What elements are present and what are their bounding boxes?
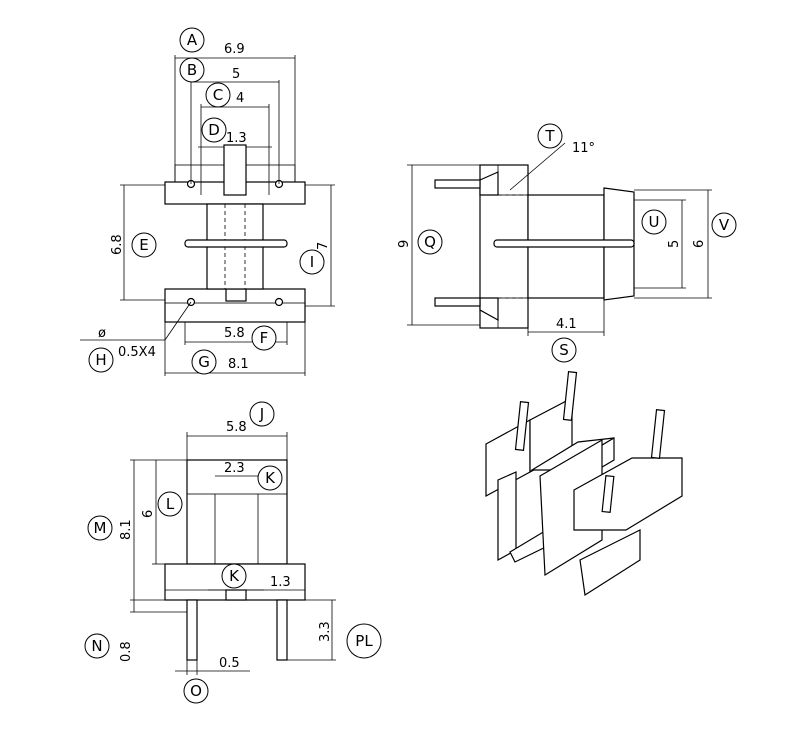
side-view-pin (434, 297, 481, 307)
front-view-pin (186, 599, 198, 661)
dim-H: 0.5X4 (118, 345, 156, 360)
dim-D: 1.3 (226, 131, 247, 146)
label-U: U (649, 213, 660, 231)
label-D: D (208, 121, 220, 139)
label-A: A (187, 31, 198, 49)
isometric-view (485, 371, 683, 597)
dim-O: 0.5 (219, 656, 240, 671)
dim-N: 0.8 (119, 641, 134, 662)
dim-F: 5.8 (224, 326, 245, 341)
label-PL: PL (355, 632, 373, 650)
front-view: 5.8 2.3 6 8.1 1.3 0.8 3.3 0.5 (119, 420, 336, 675)
label-K: K (265, 469, 276, 487)
dim-K-bottom: 1.3 (270, 575, 291, 590)
label-M: M (94, 519, 107, 537)
label-G: G (198, 353, 210, 371)
top-view: 6.9 5 4 1.3 6.8 7 5.8 8.1 (80, 42, 335, 376)
dim-V: 6 (692, 240, 707, 248)
dim-K-top: 2.3 (224, 461, 245, 476)
label-C: C (213, 86, 223, 104)
dim-H-phi: ø (98, 326, 106, 341)
dim-C: 4 (236, 91, 244, 106)
dim-PL: 3.3 (318, 621, 333, 642)
dim-B: 5 (232, 67, 240, 82)
side-view-pin (434, 179, 481, 189)
pin-hole (274, 297, 284, 307)
side-view: 11° 9 5 6 4.1 (397, 141, 712, 336)
dim-E: 6.8 (110, 234, 125, 255)
dim-S: 4.1 (556, 317, 577, 332)
dim-Q: 9 (397, 240, 412, 248)
label-K-bottom: K (229, 567, 240, 585)
top-view-lower-tab (225, 288, 247, 302)
top-view-upper-tab (223, 144, 247, 196)
dim-A: 6.9 (224, 42, 245, 57)
dim-U: 5 (667, 240, 682, 248)
label-E: E (139, 236, 148, 254)
label-O: O (190, 682, 202, 700)
dim-J: 5.8 (226, 420, 247, 435)
dim-M: 8.1 (119, 519, 134, 540)
label-T: T (544, 127, 555, 145)
label-F: F (260, 329, 269, 347)
label-Q: Q (424, 233, 436, 251)
dim-I: 7 (316, 242, 331, 250)
label-I: I (310, 253, 314, 271)
label-J: J (259, 405, 264, 423)
side-view-divider (493, 239, 635, 248)
dim-T: 11° (572, 141, 595, 156)
labels: A B C D E I F G H T Q U V S J K L M K N … (84, 27, 737, 704)
label-N: N (91, 637, 102, 655)
label-V: V (719, 216, 730, 234)
dim-G: 8.1 (228, 357, 249, 372)
label-B: B (187, 61, 197, 79)
dim-L: 6 (141, 510, 156, 518)
label-H: H (95, 351, 106, 369)
front-view-pin (276, 599, 288, 661)
top-view-divider (184, 239, 288, 248)
label-S: S (559, 341, 569, 359)
label-L: L (166, 495, 175, 513)
